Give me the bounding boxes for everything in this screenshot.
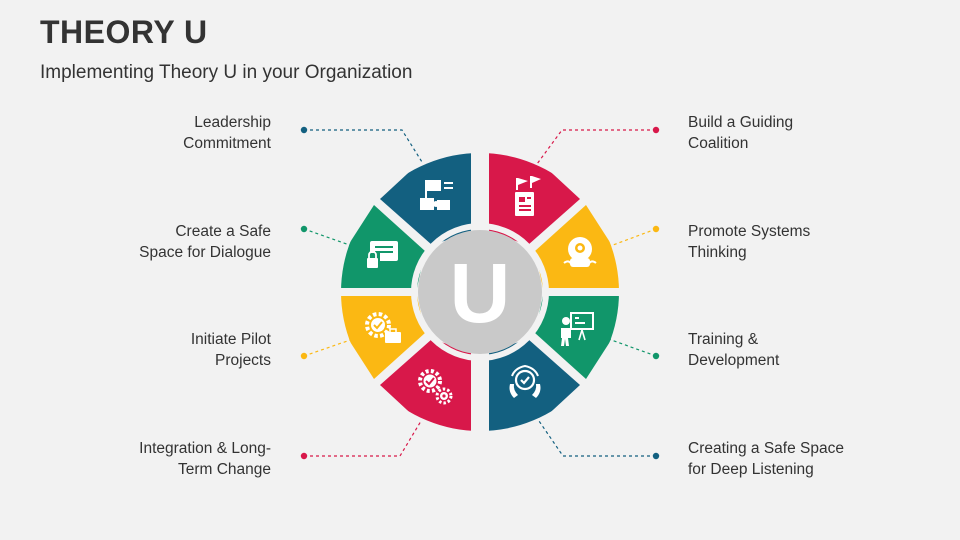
center-ring	[418, 230, 542, 354]
hands-check-icon	[509, 364, 541, 398]
label-training: Training &Development	[688, 331, 780, 369]
presenter-board-icon	[561, 312, 594, 346]
connector-dot-systems-thinking	[652, 225, 660, 233]
page-subtitle: Implementing Theory U in your Organizati…	[40, 62, 413, 83]
connector-dot-integration	[300, 452, 308, 460]
bulb-head-icon	[563, 237, 597, 267]
segment-coalition	[489, 153, 580, 245]
flag-document-icon	[515, 176, 541, 216]
connector-coalition	[536, 129, 656, 165]
connector-dot-pilot-projects	[300, 352, 308, 360]
connector-integration	[304, 420, 422, 457]
connector-dot-leadership	[300, 126, 308, 134]
chat-lock-icon	[364, 241, 398, 270]
connector-pilot-projects	[303, 337, 357, 357]
connector-leadership	[304, 129, 423, 163]
connector-dot-deep-listening	[652, 452, 660, 460]
connector-training	[602, 336, 657, 357]
flag-puzzle-icon	[420, 180, 453, 210]
gear-briefcase-icon	[365, 312, 401, 343]
connector-dot-safe-space-dialogue	[300, 225, 308, 233]
segment-integration	[380, 339, 471, 431]
connector-deep-listening	[538, 420, 656, 457]
label-integration: Integration & Long-Term Change	[139, 440, 271, 478]
gears-icon	[418, 369, 453, 405]
page-title: THEORY U	[40, 14, 208, 50]
center-gap	[411, 223, 549, 361]
connector-dot-training	[652, 352, 660, 360]
segment-deep-listening	[489, 339, 580, 431]
center-letter: U	[450, 246, 511, 340]
connector-systems-thinking	[604, 228, 657, 249]
segment-training	[535, 296, 619, 379]
connector-dot-coalition	[652, 126, 660, 134]
